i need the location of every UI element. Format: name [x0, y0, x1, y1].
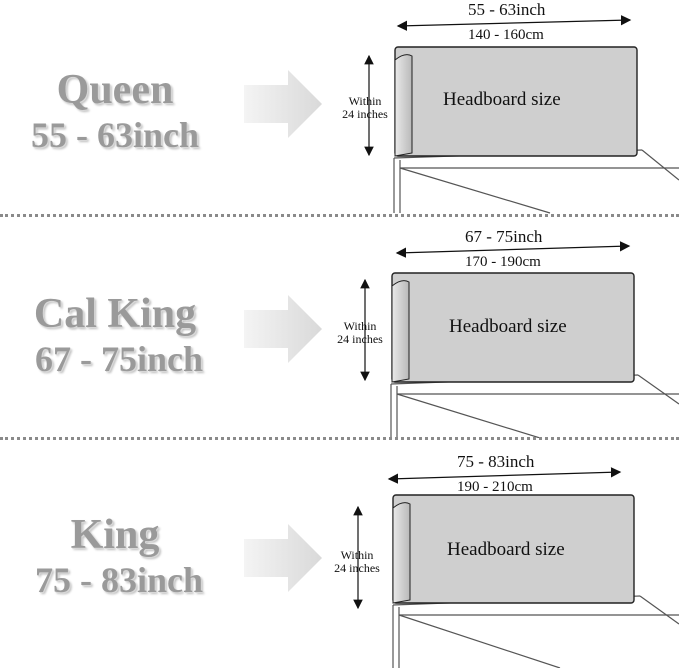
section-divider	[0, 437, 679, 440]
width-inches: 67 - 75inch	[465, 227, 543, 246]
width-dimension-arrow	[396, 15, 632, 31]
size-range: 55 - 63inch	[30, 115, 199, 155]
width-dimension-arrow	[395, 241, 631, 258]
size-section-queen: Queen 55 - 63inch 55 - 63inch 140 - 160c…	[0, 0, 679, 215]
height-note: Within 24 inches	[334, 548, 380, 575]
size-range: 75 - 83inch	[34, 560, 203, 600]
size-section-cal-king: Cal King 67 - 75inch 67 - 75inch 170 - 1…	[0, 218, 679, 438]
size-name: King	[70, 512, 160, 558]
headboard-diagram	[244, 467, 679, 668]
headboard-side	[391, 280, 410, 383]
headboard-side	[394, 54, 413, 157]
size-section-king: King 75 - 83inch 75 - 83inch 190 - 210cm…	[0, 441, 679, 668]
width-cm: 190 - 210cm	[457, 479, 533, 495]
bed-frame	[392, 595, 679, 668]
headboard-diagram	[244, 241, 679, 438]
width-cm: 170 - 190cm	[465, 254, 541, 270]
arrow-icon	[244, 70, 322, 138]
width-dimension-arrow	[387, 467, 622, 484]
width-cm: 140 - 160cm	[468, 27, 544, 43]
headboard-label: Headboard size	[449, 316, 567, 337]
bed-frame	[393, 149, 679, 214]
headboard-diagram	[244, 15, 679, 214]
width-inches: 55 - 63inch	[468, 0, 546, 19]
section-divider	[0, 214, 679, 217]
arrow-icon	[244, 524, 322, 592]
size-name: Queen	[56, 67, 174, 113]
headboard-label: Headboard size	[443, 89, 561, 110]
headboard-side	[392, 502, 411, 604]
bed-frame	[390, 374, 679, 438]
width-inches: 75 - 83inch	[457, 452, 535, 471]
size-range: 67 - 75inch	[34, 339, 203, 379]
headboard-label: Headboard size	[447, 539, 565, 560]
size-name: Cal King	[33, 291, 197, 337]
arrow-icon	[244, 295, 322, 363]
height-note: Within 24 inches	[337, 319, 383, 346]
height-note: Within 24 inches	[342, 94, 388, 121]
